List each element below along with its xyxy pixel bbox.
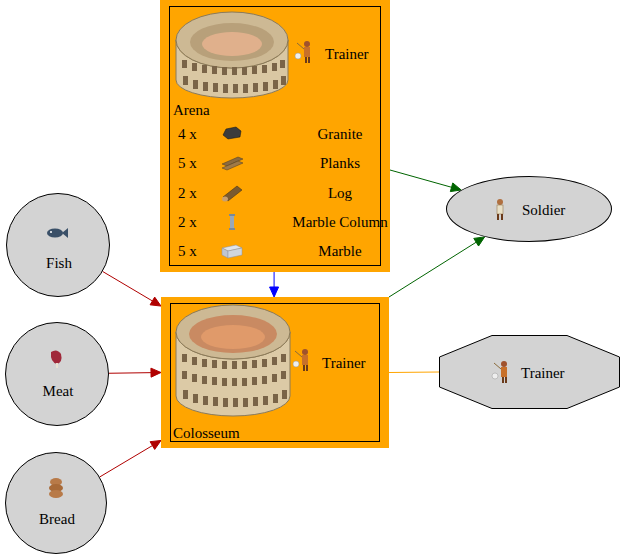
trainer-icon (295, 41, 310, 63)
connector-line (109, 372, 151, 374)
marble-icon (222, 245, 242, 258)
worker-name: Soldier (522, 201, 565, 219)
colosseum-illustration (176, 305, 290, 416)
trainer-label: Trainer (325, 45, 369, 63)
worker-ellipse: Soldier (446, 176, 612, 242)
arrow-head (474, 237, 485, 246)
trainer-icon (492, 361, 507, 383)
cost-amount: 2 x (178, 213, 197, 231)
cost-ware: Log (265, 184, 415, 202)
flow-connector (389, 237, 485, 297)
connector-line (103, 272, 153, 301)
trainer-label: Trainer (322, 354, 366, 372)
granite-icon (223, 127, 241, 139)
connector-line (389, 242, 476, 297)
arena-illustration (176, 12, 288, 98)
bread-icon (49, 478, 63, 498)
building-name: Colosseum (173, 424, 240, 442)
ware-name: Bread (6, 510, 108, 528)
soldier-icon (497, 199, 503, 220)
ware-circle: Fish (6, 193, 110, 297)
ware-circle: Meat (5, 322, 109, 426)
building-box: TrainerArena4 xGranite5 xPlanks2 xLog2 x… (160, 0, 390, 272)
octagon-shape (440, 336, 620, 409)
cost-amount: 4 x (178, 125, 197, 143)
connector-line (100, 446, 153, 477)
connector-line (274, 272, 275, 287)
cost-ware: Planks (265, 154, 415, 172)
cost-amount: 5 x (178, 242, 197, 260)
marble-column-icon (229, 214, 235, 230)
worker-octagon: Trainer (439, 335, 620, 409)
cost-amount: 2 x (178, 184, 197, 202)
flow-connector (390, 170, 461, 192)
connector-line (390, 170, 452, 187)
building-name: Arena (173, 101, 210, 119)
trainer-icon (293, 349, 308, 371)
cost-ware: Marble (265, 242, 415, 260)
cost-amount: 5 x (178, 154, 197, 172)
arrow-head (150, 297, 161, 306)
log-icon (222, 186, 242, 202)
arrow-head (150, 440, 161, 449)
connector-line (389, 372, 439, 374)
meat-icon (51, 350, 62, 368)
cost-ware: Marble Column (265, 213, 415, 231)
flow-connector (389, 372, 439, 374)
inner-border (171, 304, 380, 442)
cost-ware: Granite (265, 125, 415, 143)
fish-icon (47, 228, 68, 238)
flow-connector (103, 272, 161, 307)
arrow-head (151, 368, 161, 377)
flow-connector (109, 368, 161, 377)
ware-name: Meat (6, 382, 110, 400)
arrow-head (270, 287, 279, 297)
flow-connector (270, 272, 279, 297)
worker-name: Trainer (521, 364, 565, 382)
inner-border (170, 7, 381, 266)
building-box: TrainerColosseum (161, 297, 389, 448)
planks-icon (222, 157, 243, 170)
ware-circle: Bread (5, 452, 107, 554)
ware-name: Fish (7, 254, 111, 272)
flow-connector (100, 440, 161, 476)
